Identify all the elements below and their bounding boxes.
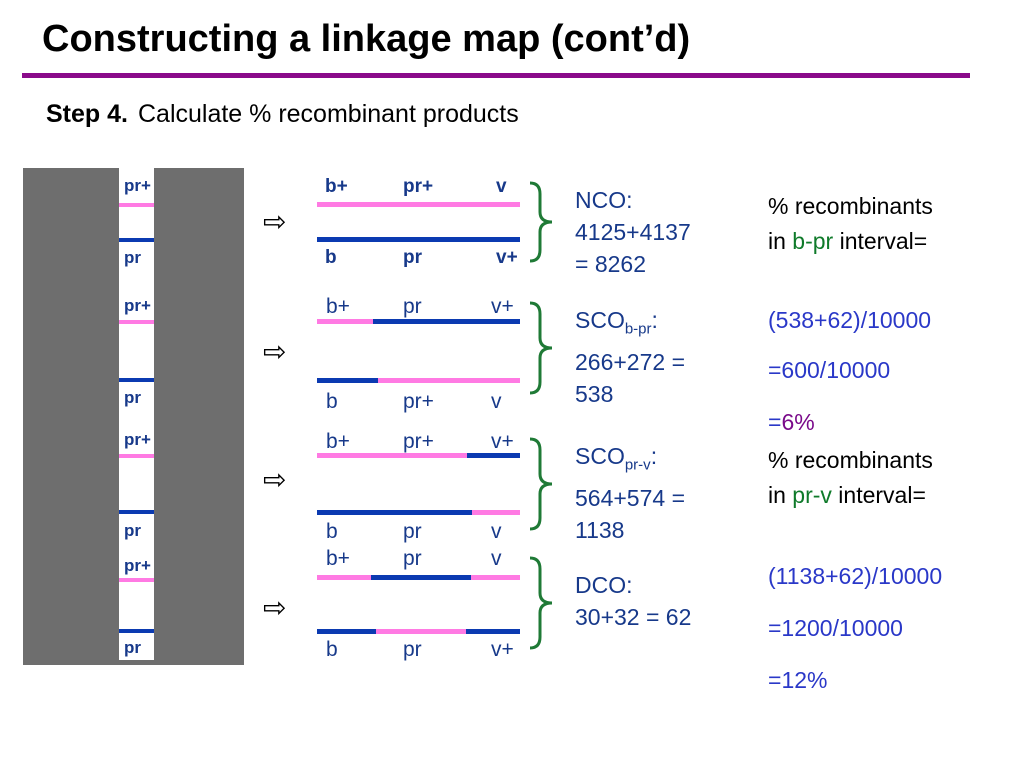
curly-brace <box>529 301 553 395</box>
strip-label: pr+ <box>124 556 151 575</box>
gene-label: b+ <box>326 547 350 570</box>
gene-label: v+ <box>496 247 518 268</box>
class-total: 538 <box>575 380 614 407</box>
strip-label: pr+ <box>124 176 151 195</box>
calc1-heading: % recombinants <box>768 193 933 219</box>
class-sum: 4125+4137 <box>575 219 691 245</box>
gene-label: pr <box>403 295 422 318</box>
class-sum: 30+32 = 62 <box>575 604 692 630</box>
calc1-interval-line: in b-pr interval= <box>768 228 928 254</box>
step-heading: Step 4. Calculate % recombinant products <box>46 100 519 129</box>
strip-line-blue <box>119 238 154 242</box>
calc2-formula: (1138+62)/10000 <box>768 563 943 589</box>
chromatid-segment <box>317 319 373 324</box>
chromatid-segment <box>371 575 471 580</box>
calc1-formula: (538+62)/10000 <box>768 307 932 333</box>
calc2-step2: =1200/10000 <box>768 615 903 641</box>
gene-label: pr <box>403 547 422 570</box>
gene-label: v+ <box>491 638 514 661</box>
gene-label: v <box>491 520 502 543</box>
strip-line-pink <box>119 454 154 458</box>
gene-label: b+ <box>326 295 350 318</box>
strip-label: pr+ <box>124 430 151 449</box>
strip-line-blue <box>119 629 154 633</box>
strip-label: pr <box>124 521 141 540</box>
class-name: DCO: <box>575 572 633 598</box>
gene-label: pr <box>403 520 422 543</box>
calc1-step2: =600/10000 <box>768 357 891 383</box>
strip-label: pr+ <box>124 296 151 315</box>
strip-line-blue <box>119 378 154 382</box>
class-total: 1138 <box>575 516 625 543</box>
gene-label: v <box>491 390 502 413</box>
curly-brace <box>529 437 553 531</box>
chromatid-segment <box>317 378 378 383</box>
interval-name: b-pr <box>792 228 834 254</box>
class-sco-pr-v: SCOpr-v: 564+574 = 1138 <box>575 440 685 546</box>
gene-label: pr <box>403 247 422 268</box>
calc2-heading: % recombinants <box>768 447 933 473</box>
chromatid-segment <box>378 378 520 383</box>
calc1-result: =6% <box>768 409 815 435</box>
gene-label: b <box>326 638 338 661</box>
gene-label: pr <box>403 638 422 661</box>
class-sco-b-pr: SCOb-pr: 266+272 = 538 <box>575 304 685 410</box>
gene-label: b <box>326 390 338 413</box>
class-name: SCOb-pr: <box>575 307 658 338</box>
class-sum: 564+574 = <box>575 484 686 511</box>
arrow-icon: ⇨ <box>263 206 287 237</box>
gene-label: b+ <box>326 430 350 453</box>
arrow-icon: ⇨ <box>263 336 287 367</box>
chromatid-segment <box>317 453 467 458</box>
interval-name: pr-v <box>792 482 832 508</box>
arrow-icon: ⇨ <box>263 464 287 495</box>
class-name: SCOpr-v: <box>575 443 658 474</box>
chromatid-segment <box>467 453 520 458</box>
class-name: NCO: <box>575 187 633 213</box>
gene-label: v+ <box>491 295 514 318</box>
calc2-interval-line: in pr-v interval= <box>768 482 926 508</box>
strip-line-pink <box>119 578 154 582</box>
title-divider <box>22 73 970 78</box>
arrow-icon: ⇨ <box>263 592 287 623</box>
curly-brace <box>529 181 553 263</box>
gene-label: v+ <box>491 430 514 453</box>
class-sum: 266+272 = <box>575 348 686 375</box>
chromatid-segment <box>317 202 520 207</box>
chromatid-segment <box>466 629 520 634</box>
calc2-result: =12% <box>768 667 828 693</box>
curly-brace <box>529 556 553 650</box>
chromatid-segment <box>472 510 520 515</box>
chromatid-segment <box>317 510 472 515</box>
strip-label: pr <box>124 638 141 657</box>
chromatid-segment <box>471 575 520 580</box>
chromatid-segment <box>317 629 376 634</box>
step-text: Calculate % recombinant products <box>137 100 519 128</box>
chromatid-segment <box>373 319 520 324</box>
strip-line-pink <box>119 320 154 324</box>
gene-label: b <box>326 520 338 543</box>
chromatid-segment <box>376 629 466 634</box>
class-dco: DCO: 30+32 = 62 <box>575 569 691 633</box>
gene-label: pr+ <box>403 390 434 413</box>
strip-line-blue <box>119 510 154 514</box>
gene-label: v <box>496 176 507 197</box>
strip-label: pr <box>124 248 141 267</box>
gene-label: b+ <box>325 176 348 197</box>
strip-line-pink <box>119 203 154 207</box>
gene-label: b <box>325 247 337 268</box>
strip-label: pr <box>124 388 141 407</box>
gene-label: v <box>491 547 502 570</box>
class-total: = 8262 <box>575 251 646 277</box>
slide-title: Constructing a linkage map (cont’d) <box>42 18 691 60</box>
chromatid-segment <box>317 237 520 242</box>
chromatid-segment <box>317 575 371 580</box>
gene-label: pr+ <box>403 430 434 453</box>
chromosome-strip: pr+ pr pr+ pr pr+ pr pr+ pr <box>119 168 154 660</box>
step-label: Step 4. <box>46 100 128 128</box>
gene-label: pr+ <box>403 176 434 197</box>
class-nco: NCO: 4125+4137 = 8262 <box>575 184 691 280</box>
